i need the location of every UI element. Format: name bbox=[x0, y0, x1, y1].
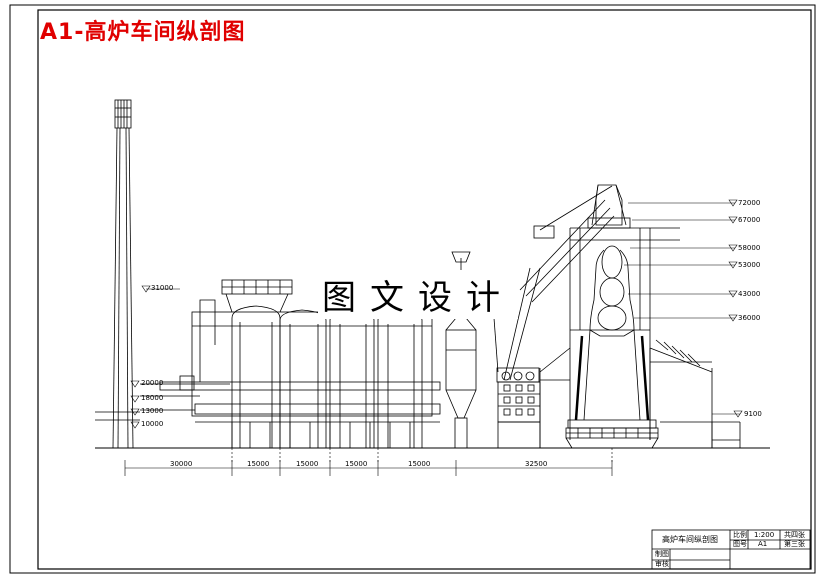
elevation-label: 43000 bbox=[738, 290, 761, 298]
title-block-scale-value: 1:200 bbox=[754, 531, 775, 539]
chimney bbox=[112, 99, 134, 449]
elevation-label: 72000 bbox=[738, 199, 761, 207]
left-level-label: 18000 bbox=[141, 394, 164, 402]
elevation-label: 36000 bbox=[738, 314, 761, 322]
left-level-label: 13000 bbox=[141, 407, 164, 415]
elevation-label: 58000 bbox=[738, 244, 761, 252]
elevation-label: 53000 bbox=[738, 261, 761, 269]
elevation-label: 9100 bbox=[744, 410, 762, 418]
title-block-scale-label: 比例 bbox=[733, 531, 747, 539]
dimension-label: 15000 bbox=[345, 460, 368, 468]
inner-frame bbox=[37, 9, 812, 570]
dimension-label: 15000 bbox=[408, 460, 431, 468]
title-block-checked: 审核 bbox=[655, 560, 669, 568]
left-level-label: 31000 bbox=[151, 284, 174, 292]
dimension-label: 15000 bbox=[247, 460, 270, 468]
title-block-drawing-no-value: A1 bbox=[758, 540, 768, 548]
title-block-grid bbox=[651, 529, 811, 570]
drawing-title: A1-高炉车间纵剖图 bbox=[40, 20, 246, 45]
dimension-chain bbox=[124, 448, 613, 476]
title-block-sheet: 第三张 bbox=[784, 540, 805, 548]
title-block-drawing-no-label: 图号 bbox=[733, 540, 747, 548]
dimension-label: 32500 bbox=[525, 460, 548, 468]
elevation-marks bbox=[130, 199, 743, 429]
outer-border bbox=[9, 4, 816, 574]
title-block-total: 共四张 bbox=[784, 531, 805, 539]
left-level-label: 10000 bbox=[141, 420, 164, 428]
elevation-label: 67000 bbox=[738, 216, 761, 224]
left-level-label: 20000 bbox=[141, 379, 164, 387]
blast-furnace bbox=[539, 184, 741, 449]
title-block-name: 高炉车间纵剖图 bbox=[662, 535, 718, 544]
dimension-label: 30000 bbox=[170, 460, 193, 468]
dimension-label: 15000 bbox=[296, 460, 319, 468]
title-block-drawn: 制图 bbox=[655, 550, 669, 558]
skip-bridge bbox=[519, 185, 615, 303]
watermark: 图文设计 bbox=[318, 270, 518, 319]
